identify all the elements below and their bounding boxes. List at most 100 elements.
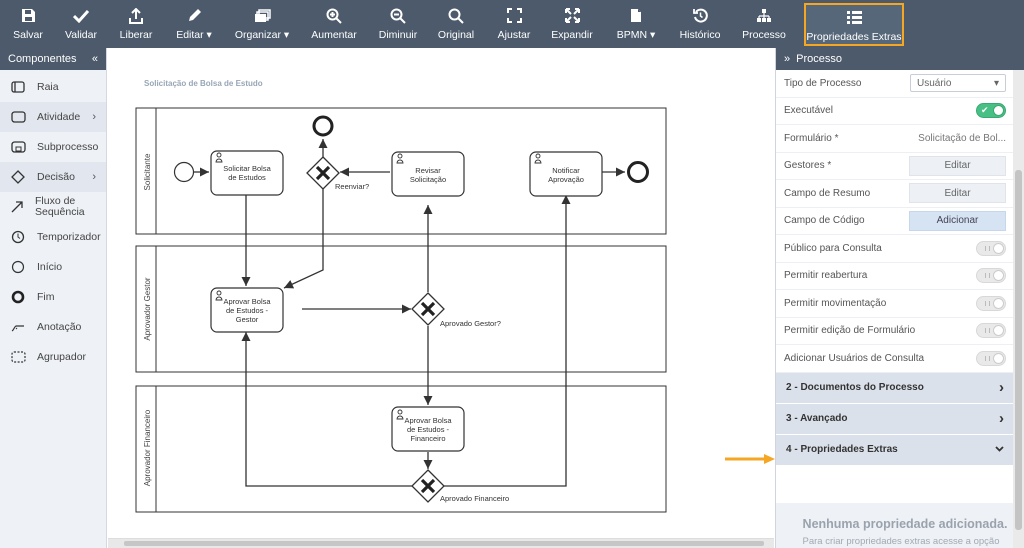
component-gateway[interactable]: Decisão › bbox=[0, 162, 106, 192]
properties-body: Tipo de Processo Usuário▾ Executável ✔ F… bbox=[776, 70, 1014, 548]
gateway-icon bbox=[10, 169, 26, 185]
zoom-out-icon bbox=[390, 7, 406, 24]
expand-icon bbox=[564, 7, 580, 24]
end-event-reenviar[interactable] bbox=[312, 115, 334, 137]
search-icon bbox=[448, 7, 464, 24]
formulario-value[interactable]: Solicitação de Bol... bbox=[918, 132, 1006, 144]
prop-executavel: Executável ✔ bbox=[776, 98, 1014, 125]
history-button[interactable]: Histórico bbox=[678, 0, 722, 48]
prop-reabertura: Permitir reabertura bbox=[776, 263, 1014, 290]
section-avancado[interactable]: 3 - Avançado › bbox=[776, 403, 1014, 435]
prop-campo-resumo: Campo de Resumo Editar bbox=[776, 180, 1014, 208]
section-propriedades-extras[interactable]: 4 - Propriedades Extras bbox=[776, 434, 1014, 466]
publico-toggle[interactable] bbox=[976, 240, 1006, 256]
section-documentos[interactable]: 2 - Documentos do Processo › bbox=[776, 372, 1014, 404]
svg-text:Aprovado Gestor?: Aprovado Gestor? bbox=[440, 319, 501, 328]
codigo-add-button[interactable]: Adicionar bbox=[909, 210, 1006, 231]
component-subprocess[interactable]: Subprocesso bbox=[0, 132, 106, 162]
end-event-icon bbox=[10, 289, 26, 305]
extra-properties-button[interactable]: Propriedades Extras bbox=[804, 3, 904, 46]
lane-aprovador-gestor[interactable]: Aprovador Gestor bbox=[135, 245, 667, 373]
validate-button[interactable]: Validar bbox=[60, 0, 102, 48]
usuarios-toggle[interactable] bbox=[976, 350, 1006, 366]
user-icon bbox=[396, 409, 404, 420]
lane-solicitante[interactable]: Solicitante bbox=[135, 107, 667, 235]
layers-icon bbox=[254, 7, 271, 24]
lane-label: Aprovador Gestor bbox=[143, 277, 152, 340]
diagram-title: Solicitação de Bolsa de Estudo bbox=[144, 79, 263, 88]
expand-button[interactable]: Expandir bbox=[550, 0, 594, 48]
chevron-down-icon bbox=[995, 444, 1004, 455]
edit-menu[interactable]: Editar ▾ bbox=[172, 0, 216, 48]
lane-icon bbox=[10, 79, 26, 95]
component-group[interactable]: Agrupador bbox=[0, 342, 106, 372]
prop-gestores: Gestores * Editar bbox=[776, 153, 1014, 180]
lane-label: Aprovador Financeiro bbox=[143, 409, 152, 486]
activity-icon bbox=[10, 109, 26, 125]
collapse-panel-button[interactable]: « bbox=[91, 53, 98, 65]
bpmn-menu[interactable]: BPMN ▾ bbox=[614, 0, 658, 48]
end-event[interactable] bbox=[627, 161, 649, 183]
upload-icon bbox=[128, 7, 144, 24]
diagram-canvas[interactable]: Solicitação de Bolsa de Estudo Solicitan… bbox=[108, 48, 774, 538]
vertical-scrollbar[interactable] bbox=[1013, 70, 1024, 548]
tipo-processo-select[interactable]: Usuário▾ bbox=[910, 74, 1006, 93]
edicao-toggle[interactable] bbox=[976, 323, 1006, 339]
gateway-reenviar[interactable]: Reenviar? bbox=[306, 156, 369, 191]
process-button[interactable]: Processo bbox=[742, 0, 786, 48]
user-icon bbox=[215, 152, 223, 163]
toolbar: Salvar Validar Liberar Editar ▾ Organiza… bbox=[0, 0, 1024, 48]
gateway-aprovado-financeiro[interactable]: Aprovado Financeiro bbox=[411, 469, 509, 503]
component-end-event[interactable]: Fim bbox=[0, 282, 106, 312]
group-icon bbox=[10, 349, 26, 365]
check-icon bbox=[73, 7, 89, 24]
annotation-icon bbox=[10, 319, 26, 335]
lane-aprovador-financeiro[interactable]: Aprovador Financeiro bbox=[135, 385, 667, 513]
list-icon bbox=[846, 9, 862, 26]
svg-text:Aprovado Financeiro: Aprovado Financeiro bbox=[440, 494, 509, 503]
organize-menu[interactable]: Organizar ▾ bbox=[233, 0, 291, 48]
zoom-out-button[interactable]: Diminuir bbox=[376, 0, 420, 48]
pencil-icon bbox=[187, 7, 202, 24]
component-activity[interactable]: Atividade › bbox=[0, 102, 106, 132]
save-button[interactable]: Salvar bbox=[6, 0, 50, 48]
component-timer[interactable]: Temporizador bbox=[0, 222, 106, 252]
fit-button[interactable]: Ajustar bbox=[494, 0, 534, 48]
start-event-icon bbox=[10, 259, 26, 275]
zoom-in-icon bbox=[326, 7, 342, 24]
resumo-edit-button[interactable]: Editar bbox=[909, 183, 1006, 204]
movimentacao-toggle[interactable] bbox=[976, 295, 1006, 311]
component-sequence-flow[interactable]: Fluxo de Sequência bbox=[0, 192, 106, 222]
executavel-toggle[interactable]: ✔ bbox=[976, 103, 1006, 119]
chevron-right-icon: › bbox=[92, 111, 96, 123]
horizontal-scrollbar[interactable] bbox=[108, 538, 774, 548]
expand-panel-icon[interactable]: » bbox=[784, 53, 791, 65]
release-button[interactable]: Liberar bbox=[115, 0, 157, 48]
user-icon bbox=[396, 153, 404, 164]
chevron-right-icon: › bbox=[999, 379, 1004, 396]
reabertura-toggle[interactable] bbox=[976, 268, 1006, 284]
properties-header: » Processo bbox=[776, 48, 1024, 70]
original-size-button[interactable]: Original bbox=[436, 0, 476, 48]
start-event[interactable] bbox=[173, 161, 195, 183]
component-start-event[interactable]: Início bbox=[0, 252, 106, 282]
gestores-edit-button[interactable]: Editar bbox=[909, 155, 1006, 176]
empty-title: Nenhuma propriedade adicionada. bbox=[802, 517, 1008, 531]
scrollbar-thumb[interactable] bbox=[124, 541, 764, 546]
components-header: Componentes « bbox=[0, 48, 106, 70]
scrollbar-thumb[interactable] bbox=[1015, 170, 1022, 530]
component-lane[interactable]: Raia bbox=[0, 72, 106, 102]
zoom-in-button[interactable]: Aumentar bbox=[311, 0, 357, 48]
hierarchy-icon bbox=[756, 7, 772, 24]
arrow-icon bbox=[10, 199, 24, 215]
component-annotation[interactable]: Anotação bbox=[0, 312, 106, 342]
gateway-aprovado-gestor[interactable]: Aprovado Gestor? bbox=[411, 292, 501, 328]
